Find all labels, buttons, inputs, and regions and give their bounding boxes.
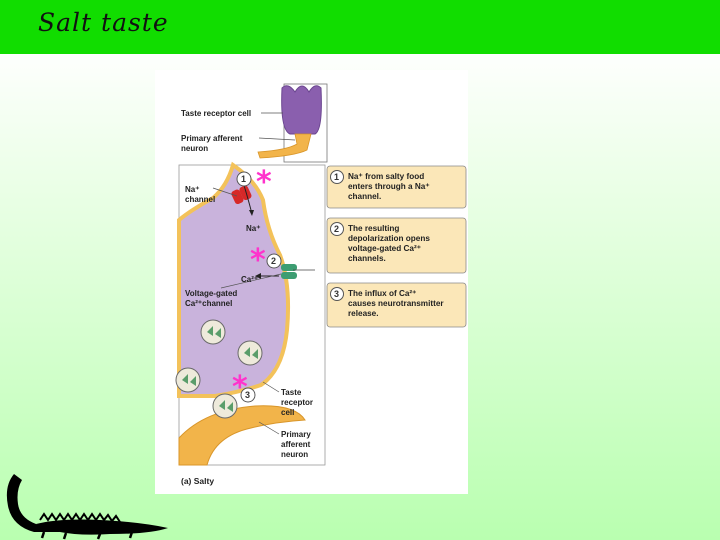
svg-text:The influx of Ca²⁺: The influx of Ca²⁺	[348, 289, 416, 298]
step-marker-1: 1	[236, 171, 252, 187]
label-taste: Taste	[281, 388, 302, 397]
svg-text:1: 1	[334, 172, 339, 182]
salt-taste-figure: Taste receptor cell Primary afferent neu…	[155, 70, 468, 494]
receptor-cell-top	[281, 85, 322, 135]
label-cell: cell	[281, 408, 294, 417]
step-marker-3: 3	[240, 387, 256, 403]
svg-text:channel.: channel.	[348, 192, 381, 201]
svg-text:3: 3	[334, 289, 339, 299]
svg-text:The resulting: The resulting	[348, 224, 399, 233]
label-taste-receptor-cell: Taste receptor cell	[181, 109, 251, 118]
label-afferent: afferent	[281, 440, 311, 449]
figure-caption: (a) Salty	[181, 476, 214, 486]
title-bar: Salt taste	[0, 0, 720, 54]
step-box-3: 3 The influx of Ca²⁺ causes neurotransmi…	[326, 282, 467, 328]
svg-text:depolarization opens: depolarization opens	[348, 234, 430, 243]
label-primary: Primary	[281, 430, 311, 439]
crocodile-logo-icon	[6, 474, 168, 540]
svg-text:causes neurotransmitter: causes neurotransmitter	[348, 299, 444, 308]
svg-text:Na⁺ from salty food: Na⁺ from salty food	[348, 172, 424, 181]
ca-channel-icon	[281, 264, 297, 279]
svg-text:3: 3	[245, 390, 250, 400]
step-box-2: 2 The resulting depolarization opens vol…	[326, 217, 467, 274]
label-ca-ion: Ca²⁺	[241, 275, 258, 284]
label-receptor: receptor	[281, 398, 313, 407]
label-voltage-gated-1: Voltage-gated	[185, 289, 237, 298]
svg-text:2: 2	[271, 256, 276, 266]
vesicle-icon	[212, 393, 238, 419]
label-neuron: neuron	[181, 144, 208, 153]
asterisk-marker-2: *	[250, 243, 266, 278]
asterisk-marker-1: *	[256, 165, 272, 200]
vesicle-icon	[200, 319, 226, 345]
figure-svg: Taste receptor cell Primary afferent neu…	[175, 83, 467, 486]
vesicle-icon	[175, 367, 201, 393]
svg-text:voltage-gated Ca²⁺: voltage-gated Ca²⁺	[348, 244, 421, 253]
label-voltage-gated-2: Ca²⁺channel	[185, 299, 232, 308]
afferent-neuron-top	[257, 133, 312, 159]
vesicle-icon	[237, 340, 263, 366]
svg-text:2: 2	[334, 224, 339, 234]
label-neuron-bottom: neuron	[281, 450, 308, 459]
svg-text:release.: release.	[348, 309, 379, 318]
label-na-ion: Na⁺	[246, 224, 260, 233]
step-box-1: 1 Na⁺ from salty food enters through a N…	[326, 165, 467, 209]
svg-text:1: 1	[241, 174, 246, 184]
na-channel-icon	[231, 185, 252, 205]
svg-text:channels.: channels.	[348, 254, 386, 263]
svg-text:enters through a Na⁺: enters through a Na⁺	[348, 182, 430, 191]
label-na-channel-1: Na⁺	[185, 185, 199, 194]
asterisk-marker-3: *	[232, 370, 248, 405]
slide-title: Salt taste	[38, 8, 169, 37]
step-marker-2: 2	[266, 253, 282, 269]
label-primary-afferent: Primary afferent	[181, 134, 243, 143]
label-na-channel-2: channel	[185, 195, 215, 204]
